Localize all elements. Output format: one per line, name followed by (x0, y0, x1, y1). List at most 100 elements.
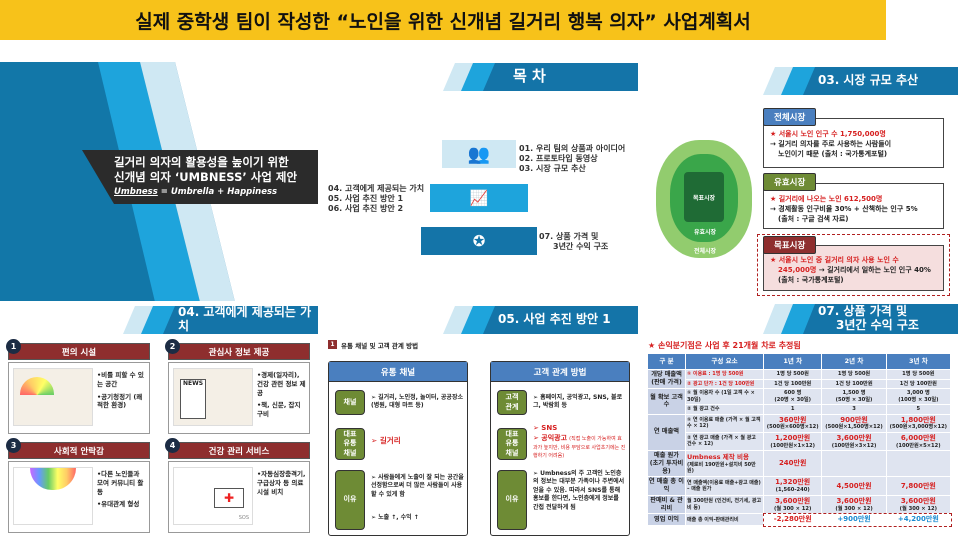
value-sub: (월 300 × 12) (774, 505, 812, 512)
value-cell: 1건 당 100만원 (885, 378, 952, 389)
value-cell: 1명 당 500원 (885, 369, 952, 380)
component-cell: ① 월 이용자 수 (1일 고객 수 × 30일) (685, 388, 764, 405)
value-cell: 3,600만원(월 300 × 12) (821, 494, 887, 515)
value-3-number: 3 (6, 438, 21, 453)
value-cell: 3 (821, 404, 887, 415)
value-1-card: •비를 피할 수 있는 공간•공기청정기 (쾌적한 환경) (8, 362, 150, 434)
component-cell: ② 광고 단가 : 1건 당 100만원 (685, 378, 764, 389)
effective-market-box: ★ 길거리에 나오는 노인 612,500명 → 경제활동 인구비율 30% +… (763, 183, 944, 229)
row-category: 개당 매출액 (판매 가격) (647, 369, 686, 389)
value-main: 900만원 (840, 415, 868, 424)
value-cell: 1건 당 100만원 (821, 378, 887, 389)
value-main: -2,280만원 (773, 515, 812, 524)
value-main: 1건 당 100만원 (899, 380, 937, 387)
component-text: ② 월 광고 건수 (687, 406, 720, 413)
target-market-line: → 길거리에서 일하는 노인 인구 40% (818, 266, 931, 275)
value-sub: (50명 × 30일) (835, 396, 873, 403)
slide-cover: 길거리 의자의 활용성을 높이기 위한 신개념 의자 ‘UMBNESS’ 사업 … (0, 62, 318, 302)
row-label: 이유 (335, 470, 365, 530)
value-main: 1명 당 500원 (776, 371, 809, 377)
value-cell: 1,320만원(1,560-240) (762, 476, 823, 496)
target-market-tag: 목표시장 (763, 236, 817, 254)
value-bullet: •비를 피할 수 있는 공간 (97, 371, 144, 388)
value-cell: 1명 당 500원 (821, 369, 887, 380)
component-text: 월 300만원 (인건비, 전기세, 광고비 등) (687, 498, 762, 511)
value-main: 6,000만원 (900, 433, 936, 442)
table-header: 구 분 (647, 353, 686, 370)
value-cell: -2,280만원 (762, 513, 823, 526)
value-main: 5 (916, 406, 921, 412)
toc-item[interactable]: 02. 프로토타입 동영상 (519, 154, 598, 163)
row-label: 이유 (497, 470, 527, 530)
value-cell: +4,200만원 (885, 513, 952, 526)
component-cell: 월 300만원 (인건비, 전기세, 광고비 등) (685, 494, 764, 515)
component-cell: Umbness 제작 비용(제로비 190만원+설치비 50만원) (685, 449, 764, 478)
total-market-box: ★ 서울시 노인 인구 수 1,750,000명 → 길거리 의자를 주로 사용… (763, 118, 944, 168)
value-main: 3,000 명 (906, 390, 930, 396)
target-market-line: (출처 : 국가통계포털) (778, 276, 844, 285)
table-header: 3년 차 (885, 353, 952, 370)
value-main: 1,500 명 (842, 390, 866, 396)
value-main: 1,320만원 (775, 478, 811, 487)
toc-item[interactable]: 04. 고객에게 제공되는 가치 (328, 184, 425, 193)
page-banner-title: 실제 중학생 팀이 작성한 “노인을 위한 신개념 길거리 행복 의자” 사업계… (0, 0, 886, 40)
toc-item[interactable]: 01. 우리 팀의 상품과 아이디어 (519, 144, 626, 153)
slide-toc: 목 차 👥 01. 우리 팀의 상품과 아이디어 02. 프로토타입 동영상 0… (320, 62, 638, 302)
value-main: 1건 당 100만원 (774, 380, 812, 387)
toc-item-cont[interactable]: 3년간 수익 구조 (553, 242, 609, 251)
breakeven-note: ★ 손익분기점은 사업 후 21개월 차로 추정됨 (648, 341, 801, 350)
value-cell: 5 (885, 404, 952, 415)
component-cell: ① 이용료 : 1명 당 500원 (685, 369, 764, 380)
table-row: ② 연 광고 매출 (가격 × 월 광고 건수 × 12)1,200만원(100… (648, 431, 952, 452)
value-cell: 3,600만원(월 300 × 12) (885, 494, 952, 515)
total-market-headline: ★ 서울시 노인 인구 수 1,750,000명 (770, 130, 886, 138)
value-3-card: •다른 노인들과 모여 커뮤니티 활동•유대관계 형성 (8, 461, 150, 533)
toc-item[interactable]: 03. 시장 규모 추산 (519, 164, 586, 173)
total-market-line: → 길거리 의자를 주로 사용하는 사람들이 (770, 140, 892, 149)
value-main: 1,200만원 (775, 433, 811, 442)
value-2-title: 관심사 정보 제공 (168, 343, 310, 360)
market-middle-label: 유효시장 (693, 229, 717, 236)
value-cell: 6,000만원(100만원×5×12) (885, 431, 952, 452)
toc-item[interactable]: 07. 상품 가격 및 (539, 232, 599, 241)
effective-market-tag: 유효시장 (763, 173, 817, 191)
value-main: 3 (852, 406, 856, 412)
toc-title: 목 차 (513, 67, 546, 86)
value-1-number: 1 (6, 339, 21, 354)
people-icon: 👥 (442, 140, 516, 168)
value-main: 7,800만원 (900, 481, 936, 490)
component-text: ② 광고 단가 : 1건 당 100만원 (687, 380, 755, 387)
value-2-card: NEWS •경제(일자리), 건강 관련 정보 제공•책, 신문, 잡지 구비 (168, 362, 310, 434)
market-title: 03. 시장 규모 추산 (818, 73, 919, 88)
row-category: 매출 원가 (초기 투자비용) (647, 449, 686, 478)
value-main: 1건 당 100만원 (835, 380, 873, 387)
table-header: 구성 요소 (685, 353, 764, 370)
value-cell (885, 449, 952, 478)
component-cell: ① 연 이용료 매출 (가격 × 월 고객 수 × 12) (685, 413, 764, 433)
row-text: ➢ 노출 ↑, 수익 ↑ (371, 514, 419, 521)
row-text: ➢ Umbness의 주 고객인 노인층의 정보는 대부분 가족이나 주변에서 … (533, 470, 625, 511)
value-cell: 3,600만원(100만원×3×12) (821, 431, 887, 452)
value-sub: (500원×3,000명×12) (889, 424, 948, 431)
distribution-channel-panel: 유통 채널 채널 ➢ 길거리, 노인정, 놀이터, 공공장소(병원, 대형 마트… (328, 361, 468, 536)
value-main: 4,500만원 (836, 481, 872, 490)
revenue-title-line1: 07. 상품 가격 및 (818, 304, 907, 319)
value-cell: 3,000 명(100명 × 30일) (885, 388, 952, 405)
value-cell: 600 명(20명 × 30일) (762, 388, 823, 405)
value-sub: (20명 × 30일) (774, 396, 812, 403)
target-market-count: 245,000명 (778, 266, 817, 275)
cover-title-box: 길거리 의자의 활용성을 높이기 위한 신개념 의자 ‘UMBNESS’ 사업 … (82, 150, 318, 204)
row-text: ➢ 길거리 (371, 436, 401, 445)
values-title: 04. 고객에게 제공되는 가치 (178, 305, 312, 333)
value-sub: (1,560-240) (775, 487, 810, 494)
row-category: 연 매출 총 이익 (647, 476, 686, 496)
slide-market-size: 03. 시장 규모 추산 목표시장 유효시장 전체시장 ★ 서울시 노인 인구 … (640, 62, 958, 302)
row-label: 채널 (335, 390, 365, 415)
toc-item[interactable]: 06. 사업 추진 방안 2 (328, 204, 404, 213)
component-cell: 연 매출액(이용료 매출+광고 매출) – 매출 원가 (685, 476, 764, 496)
value-sub: (월 300 × 12) (835, 505, 873, 512)
toc-item[interactable]: 05. 사업 추진 방안 1 (328, 194, 404, 203)
